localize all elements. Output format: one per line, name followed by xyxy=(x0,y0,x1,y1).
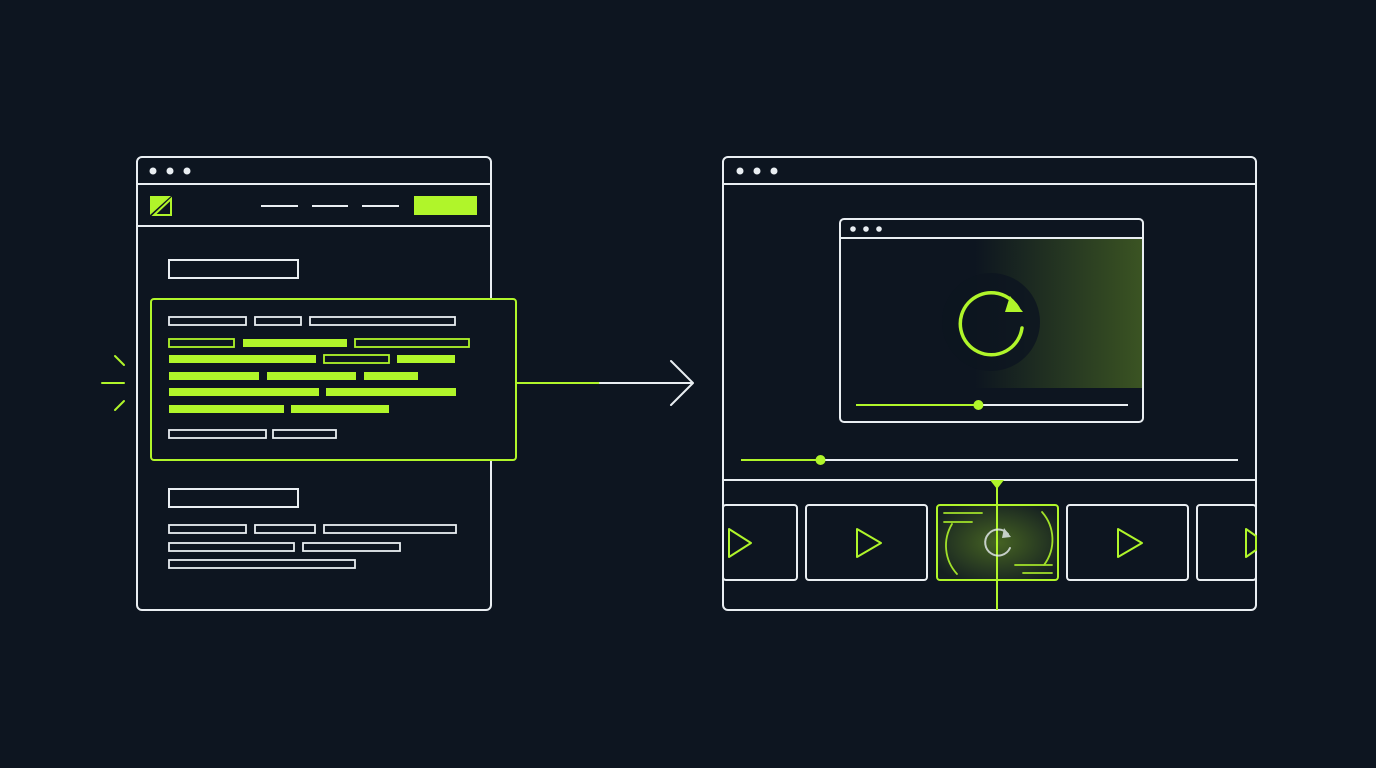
thumbnail-strip xyxy=(722,504,1257,581)
timeline-thumbnail[interactable] xyxy=(722,504,798,581)
window-dots-icon xyxy=(736,167,778,175)
timeline-thumbnail-active[interactable] xyxy=(936,504,1059,581)
motion-lines xyxy=(943,511,1054,575)
selection-spark-icon xyxy=(101,355,125,411)
play-icon xyxy=(1245,528,1257,558)
window-dots-icon xyxy=(149,167,191,175)
selected-content-block xyxy=(150,298,517,461)
body-text-lines xyxy=(168,524,457,569)
refresh-icon xyxy=(958,290,1024,357)
nav-cta-button xyxy=(414,196,477,215)
play-icon xyxy=(1117,528,1143,558)
timeline-scrubber-bar[interactable] xyxy=(741,455,1238,465)
video-player[interactable] xyxy=(839,218,1144,423)
play-icon xyxy=(856,528,882,558)
highlighted-text-lines xyxy=(168,338,470,413)
player-scrubber[interactable] xyxy=(973,400,984,410)
timeline-thumbnail[interactable] xyxy=(805,504,928,581)
video-editor-window xyxy=(722,156,1257,611)
timeline-thumbnail[interactable] xyxy=(1196,504,1257,581)
arrow-right-icon xyxy=(515,360,694,406)
play-icon xyxy=(728,528,752,558)
logo-icon-stripe xyxy=(151,196,172,216)
spinner-backdrop xyxy=(942,273,1040,371)
section-heading-2 xyxy=(168,488,299,508)
refresh-icon xyxy=(984,528,1011,557)
section-heading-1 xyxy=(168,259,299,279)
timeline-thumbnail[interactable] xyxy=(1066,504,1189,581)
timeline-scrubber[interactable] xyxy=(815,455,826,465)
window-dots-icon xyxy=(850,226,882,232)
selection-outline-lines xyxy=(168,316,456,439)
logo-icon xyxy=(150,196,171,215)
